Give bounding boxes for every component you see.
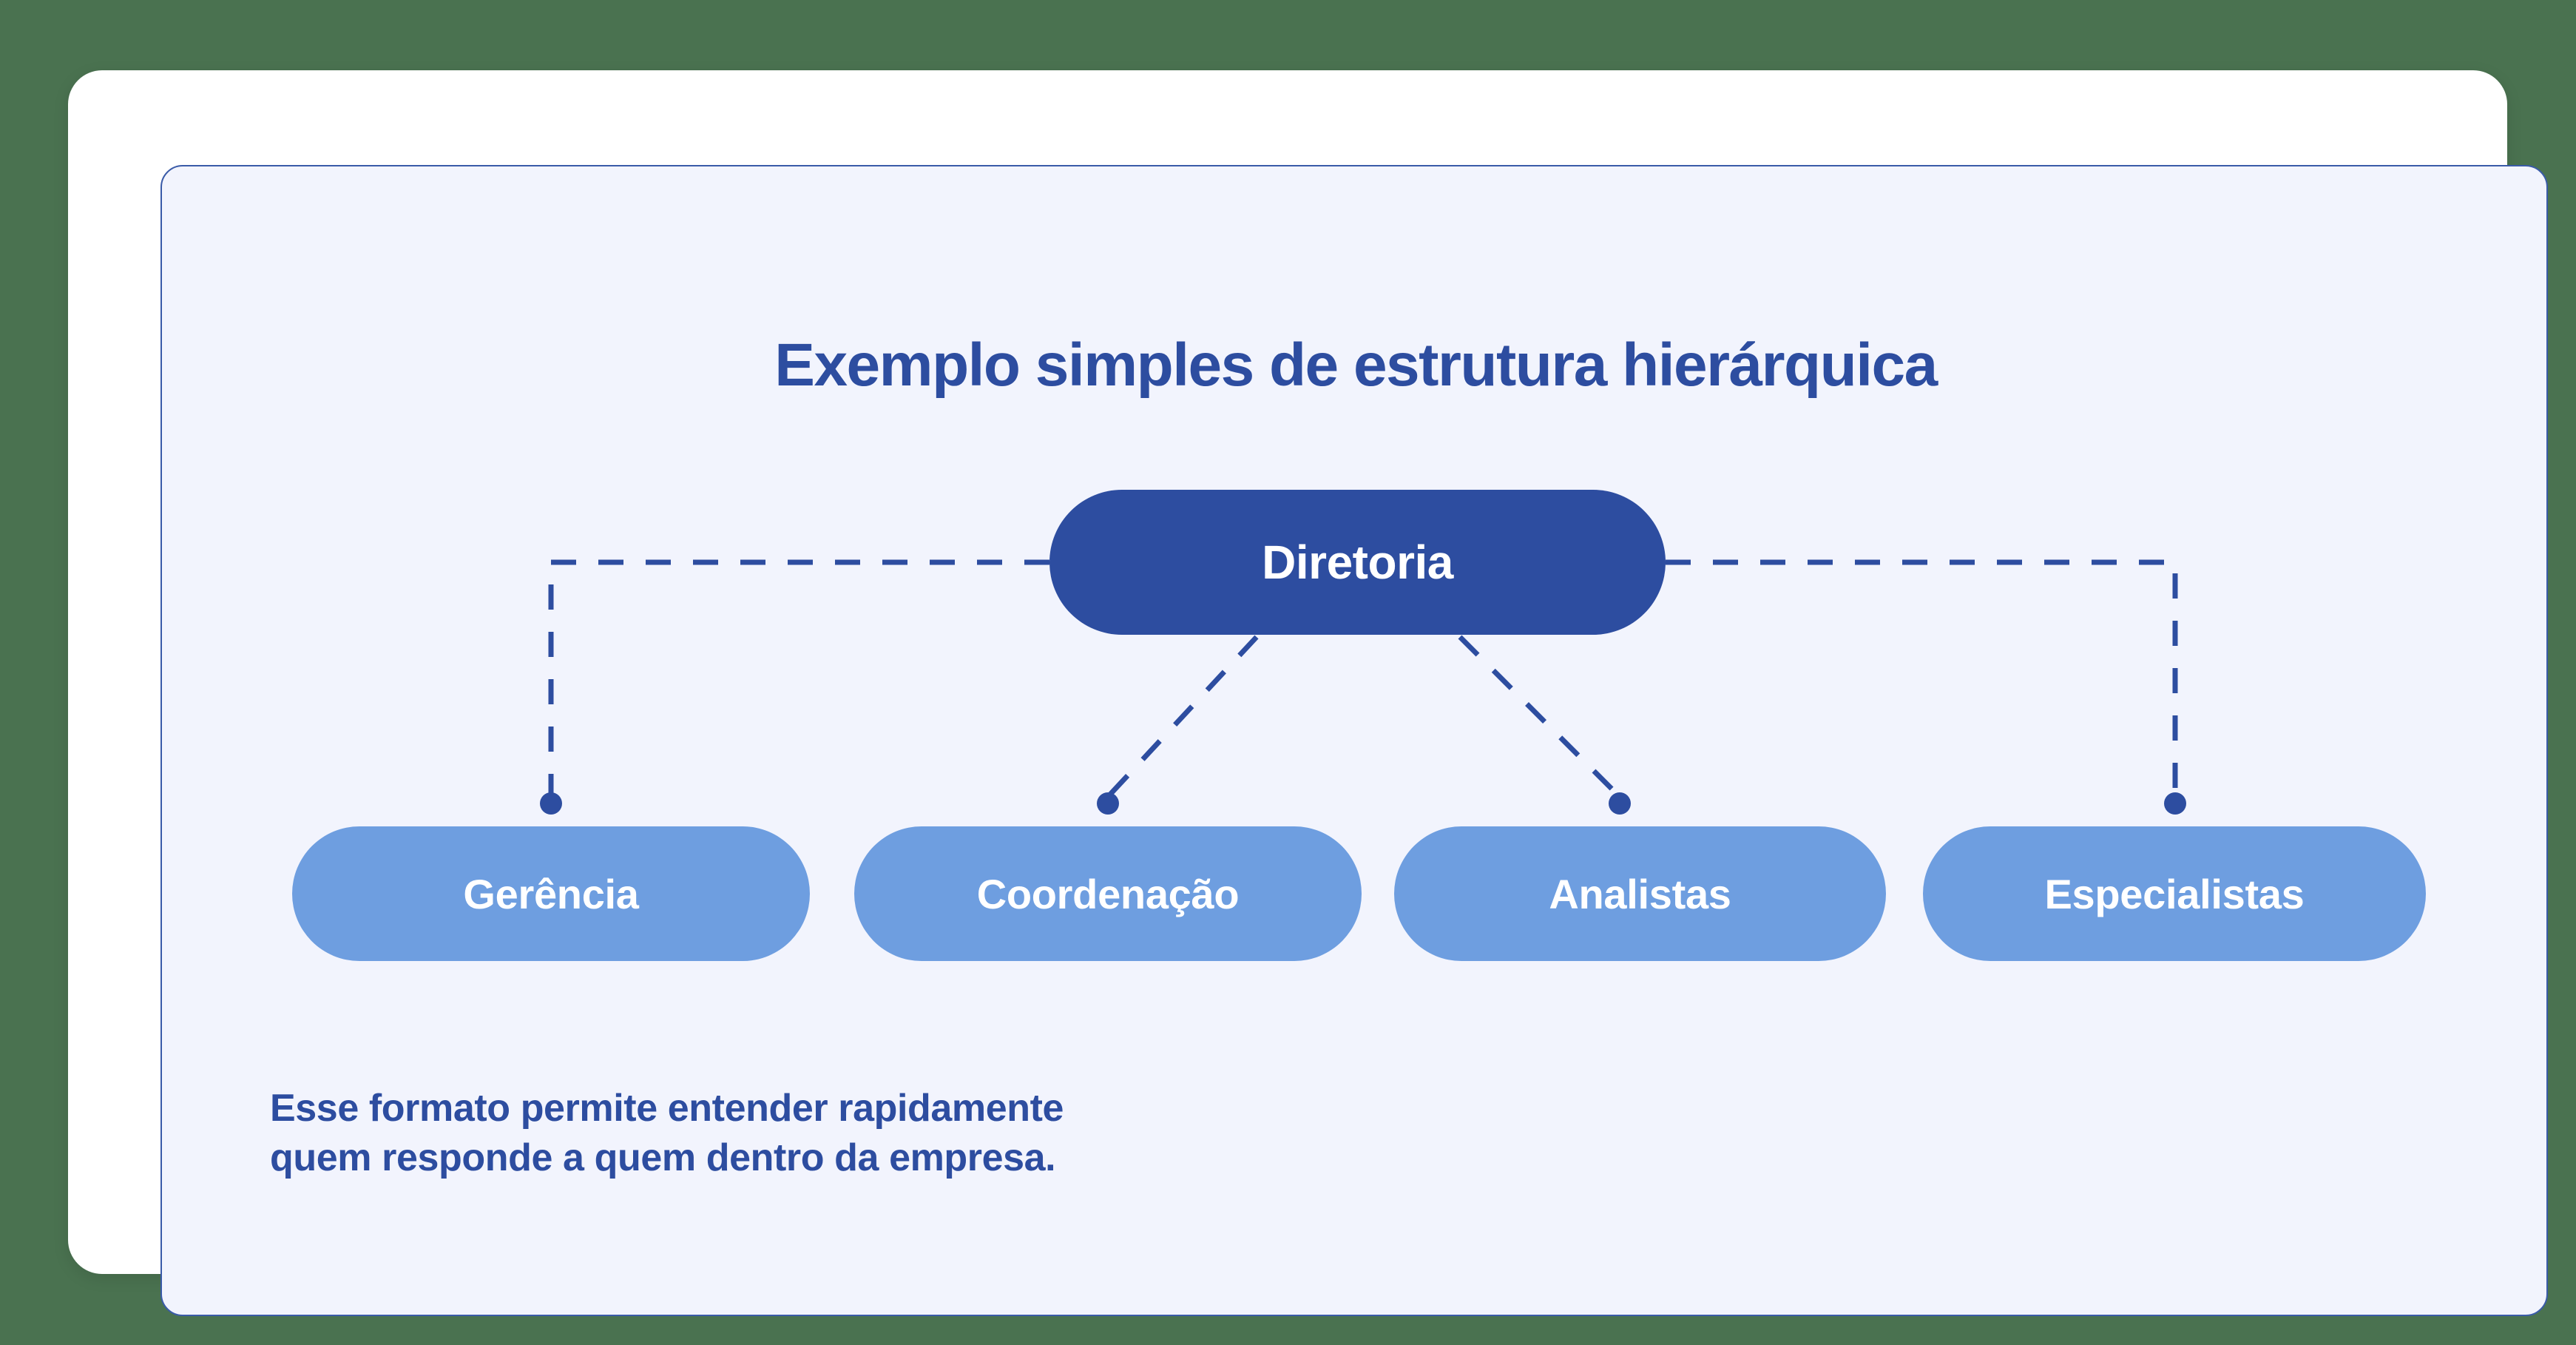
outer-card: Exemplo simples de estrutura hierárquica	[68, 70, 2548, 1316]
caption-line-2: quem responde a quem dentro da empresa.	[270, 1136, 1056, 1179]
connector-dot-coordenacao	[1097, 792, 1119, 815]
page-title: Exemplo simples de estrutura hierárquica	[774, 331, 1938, 399]
caption-line-1: Esse formato permite entender rapidament…	[270, 1087, 1064, 1130]
hierarchy-panel: Exemplo simples de estrutura hierárquica	[160, 165, 2548, 1316]
node-coordenacao[interactable]: Coordenação	[854, 826, 1362, 961]
connector-coordenacao	[1106, 635, 1259, 799]
node-especialistas[interactable]: Especialistas	[1923, 826, 2426, 961]
connector-dot-especialistas	[2164, 792, 2186, 815]
connector-gerencia	[548, 559, 1049, 797]
node-diretoria[interactable]: Diretoria	[1049, 490, 1666, 635]
node-analistas[interactable]: Analistas	[1394, 826, 1886, 961]
connector-analistas	[1458, 635, 1622, 799]
caption: Esse formato permite entender rapidament…	[270, 1084, 1064, 1182]
node-gerencia[interactable]: Gerência	[292, 826, 810, 961]
connector-especialistas	[1666, 559, 2178, 797]
connector-dot-gerencia	[540, 792, 562, 815]
connector-dot-analistas	[1609, 792, 1631, 815]
